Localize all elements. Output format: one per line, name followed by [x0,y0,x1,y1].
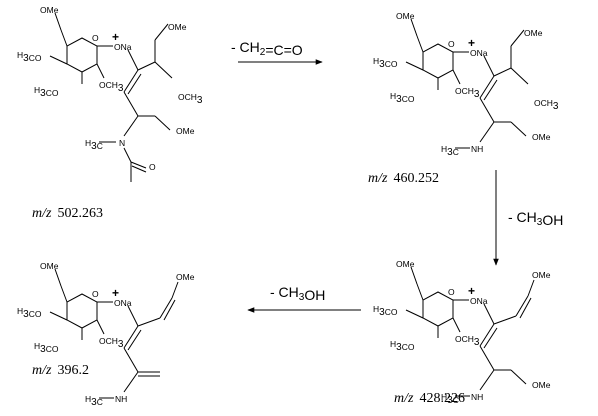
atom-label: N [119,138,125,148]
structure-labels: OMe O + ONa H3CO OCH3 H3CO OMe NH H3C OM… [373,259,551,406]
compound-502: OMe O + ONa H3CO OCH3 H3CO OMe OCH3 N H3… [17,5,203,221]
atom-label: + [112,30,119,44]
atom-label: OMe [396,259,415,269]
atom-label: H3CO [34,85,59,99]
atom-label: H3CO [373,304,398,318]
atom-label: OCH3 [455,86,480,100]
atom-label: OMe [40,5,59,15]
atom-label: H3CO [34,341,59,355]
atom-label: H3C [441,392,459,406]
atom-label: OMe [176,126,195,136]
structure-bonds [405,18,529,149]
atom-label: H3CO [390,91,415,105]
atom-label: OMe [532,380,551,390]
atom-label: OMe [40,261,59,271]
atom-label: NH [115,394,127,404]
atom-label: H3CO [373,56,398,70]
atom-label: OMe [168,22,187,32]
atom-label: H3CO [17,50,42,64]
atom-label: + [468,284,475,298]
atom-label: H3C [441,144,459,158]
compound-428: OMe O + ONa H3CO OCH3 H3CO OMe NH H3C OM… [373,259,551,406]
atom-label: H3C [85,394,103,408]
atom-label: ONa [470,296,488,306]
structure-labels: OMe O + ONa H3CO OCH3 H3CO OMe NH H3C [17,261,195,408]
atom-label: OCH3 [455,334,480,348]
compound-460: OMe O + ONa H3CO OCH3 H3CO OMe OCH3 NH H… [368,11,559,186]
step-label: - CH3OH [508,209,563,228]
atom-label: OCH3 [534,98,559,112]
step-arrow-2: - CH3OH [493,170,563,266]
atom-label: H3CO [390,339,415,353]
structure-bonds [49,12,173,182]
atom-label: OCH3 [178,92,203,106]
structure-labels: OMe O + ONa H3CO OCH3 H3CO OMe OCH3 NH H… [373,11,559,158]
atom-label: + [468,36,475,50]
atom-label: O [92,289,99,299]
atom-label: NH [471,392,483,402]
atom-label: H3C [85,138,103,152]
atom-label: OCH3 [99,80,124,94]
step-label: - CH3OH [270,284,325,303]
atom-label: ONa [114,298,132,308]
atom-label: OMe [176,272,195,282]
atom-label: OMe [532,270,551,280]
atom-label: OCH3 [99,336,124,350]
structure-bonds [49,268,179,399]
atom-label: ONa [114,42,132,52]
atom-label: NH [471,144,483,154]
atom-label: OMe [396,11,415,21]
structure-bonds [405,266,535,397]
atom-label: O [149,162,156,172]
atom-label: O [448,287,455,297]
atom-label: H3CO [17,306,42,320]
step-arrow-3: - CH3OH [247,284,361,313]
atom-label: O [92,33,99,43]
atom-label: OMe [524,28,543,38]
step-arrow-1: - CH2=C=O [231,39,323,65]
compound-396: OMe O + ONa H3CO OCH3 H3CO OMe NH H3C m/… [17,261,195,408]
structure-labels: OMe O + ONa H3CO OCH3 H3CO OMe OCH3 N H3… [17,5,203,172]
atom-label: ONa [470,48,488,58]
atom-label: O [448,39,455,49]
atom-label: OMe [532,132,551,142]
atom-label: + [112,286,119,300]
step-label: - CH2=C=O [231,39,303,58]
